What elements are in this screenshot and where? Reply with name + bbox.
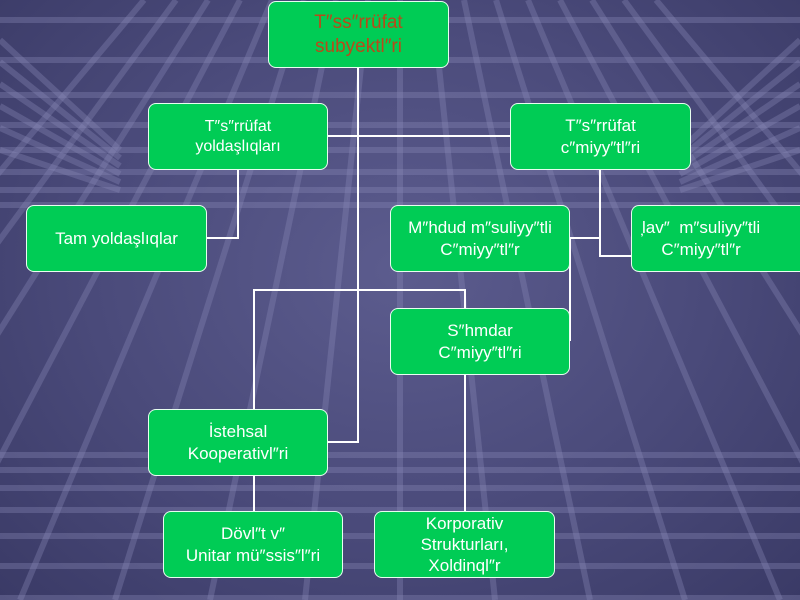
- node-state-unitary-enterprises: Dövl″t v″ Unitar mü″ssis″l″ri: [163, 511, 343, 578]
- node-production-cooperatives: İstehsal Kooperativl″ri: [148, 409, 328, 476]
- node-joint-stock-label: S″hmdar C″miyy″tl″ri: [438, 321, 522, 362]
- node-full-partnerships: Tam yoldaşlıqlar: [26, 205, 207, 272]
- node-corporate-structures-label: Korporativ Strukturları, Xoldinql″r: [420, 513, 509, 576]
- node-business-entities-label: T″ss″rrüfat subyektl″ri: [314, 11, 403, 57]
- node-production-cooperatives-label: İstehsal Kooperativl″ri: [187, 422, 289, 463]
- connector-coop-horizontal: [253, 289, 466, 409]
- node-corporate-structures: Korporativ Strukturları, Xoldinql″r: [374, 511, 555, 578]
- node-additional-liability-label: ̦lav″ m″suliyy″tli C″miyy″tl″r: [642, 218, 761, 259]
- connector-to-additional: [599, 238, 631, 257]
- node-joint-stock-companies: S″hmdar C″miyy″tl″ri: [390, 308, 570, 375]
- node-state-unitary-label: Dövl″t v″ Unitar mü″ssis″l″ri: [185, 524, 321, 565]
- node-additional-liability-companies: ̦lav″ m″suliyy″tli C″miyy″tl″r: [631, 205, 800, 272]
- node-business-partnerships: T″s″rrüfat yoldaşlıqları: [148, 103, 328, 170]
- connector-partners-full: [207, 170, 239, 239]
- node-business-partnerships-label: T″s″rrüfat yoldaşlıqları: [195, 117, 281, 155]
- node-business-entities: T″ss″rrüfat subyektl″ri: [268, 1, 449, 68]
- connector-lines: [207, 68, 631, 511]
- node-business-societies: T″s″rrüfat c″miyy″tl″ri: [510, 103, 691, 170]
- node-limited-liability-label: M″hdud m″suliyy″tli C″miyy″tl″r: [408, 218, 552, 259]
- connector-root-coop: [328, 136, 359, 443]
- node-full-partnerships-label: Tam yoldaşlıqlar: [55, 228, 178, 248]
- node-limited-liability-companies: M″hdud m″suliyy″tli C″miyy″tl″r: [390, 205, 570, 272]
- node-business-societies-label: T″s″rrüfat c″miyy″tl″ri: [560, 116, 641, 157]
